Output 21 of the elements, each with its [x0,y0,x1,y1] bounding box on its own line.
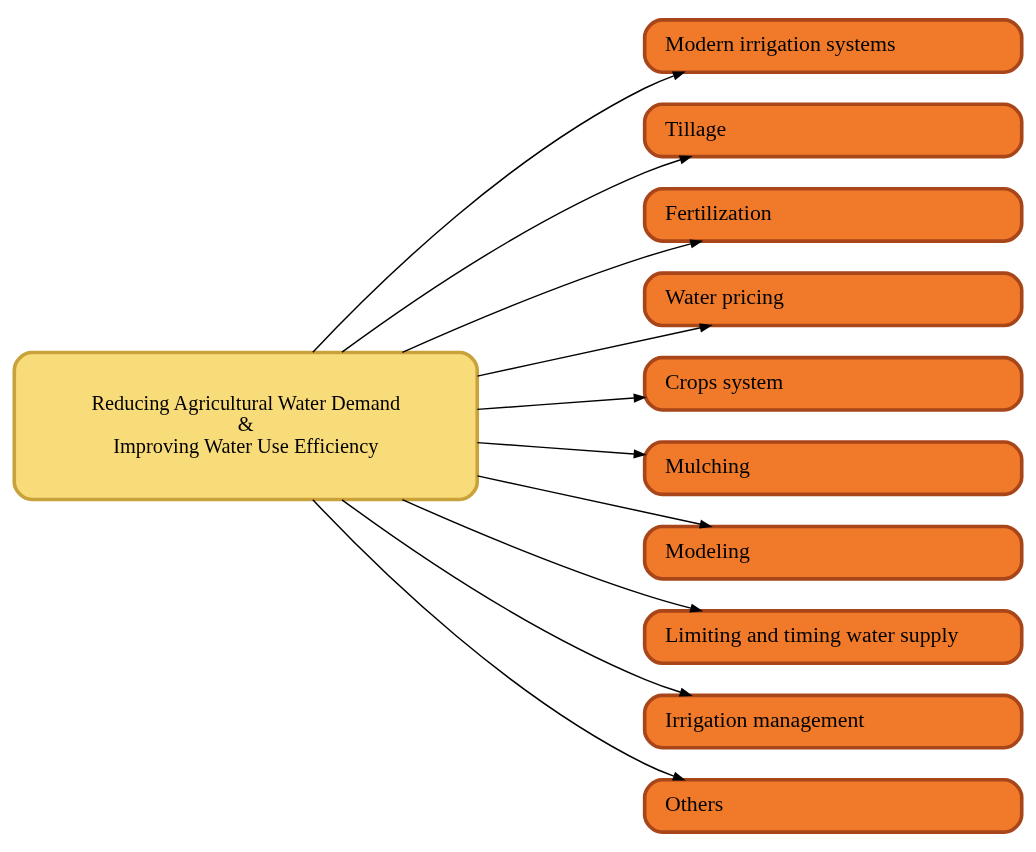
arrow [476,475,713,529]
node-box: Mulching [642,440,1024,497]
node-box: Irrigation management [642,693,1024,750]
node-box: Limiting and timing water supply [642,609,1024,666]
node-box: Reducing Agricultural Water Demand & Improving Water Use Efficiency [12,350,480,502]
node-box: Tillage [642,102,1024,159]
arrow [312,499,686,781]
arrow [341,499,693,697]
node-box: Fertilization [642,186,1024,243]
node-box: Water pricing [642,271,1024,328]
node-box: Modeling [642,524,1024,581]
node-box: Crops system [642,355,1024,412]
node-box: Modern irrigation systems [642,18,1024,75]
arrow [476,441,647,459]
arrow [401,239,704,354]
arrow [476,323,713,377]
arrow [341,155,693,353]
arrow [401,498,704,613]
node-box: Others [642,777,1024,834]
arrow [312,71,686,353]
arrow [476,393,647,411]
